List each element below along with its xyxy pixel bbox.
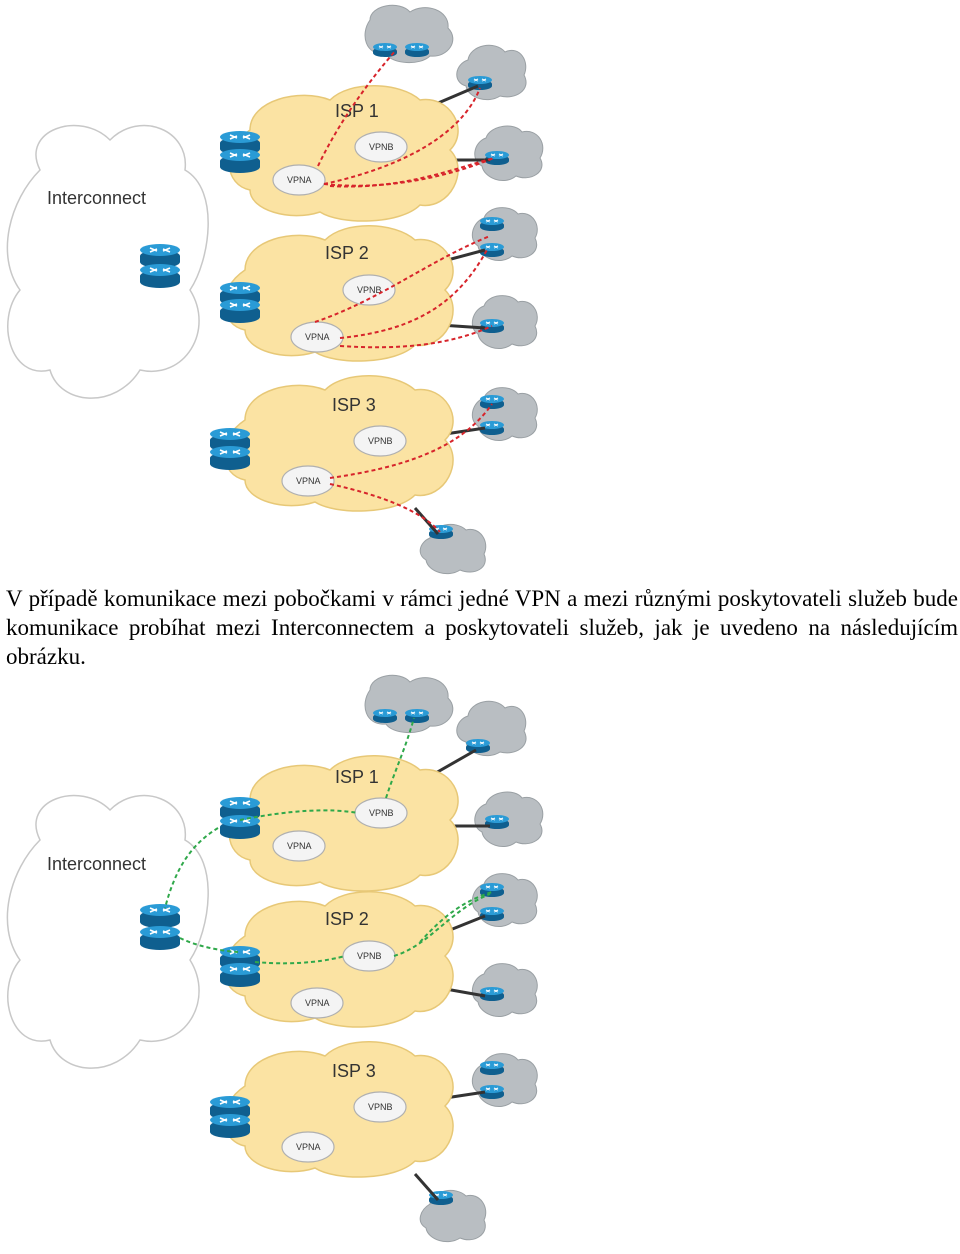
vpn-a-paths — [314, 49, 495, 533]
site-router-icon — [479, 394, 505, 410]
isp1-router-icon — [219, 814, 261, 840]
interconnect-router-icon — [139, 925, 181, 951]
isp1-vpna-label: VPNA — [287, 175, 312, 185]
interconnect-router-icon — [139, 903, 181, 929]
isp2-vpnb-label: VPNB — [357, 951, 382, 961]
isp1-label: ISP 1 — [335, 767, 379, 787]
site-router-icon — [404, 708, 430, 724]
isp3-vpna-label: VPNA — [296, 1142, 321, 1152]
interconnect-router-icon — [139, 263, 181, 289]
isp2-router-icon — [219, 962, 261, 988]
isp3-cloud-icon — [223, 375, 454, 512]
site-router-icon — [479, 906, 505, 922]
isp2-vpna-label: VPNA — [305, 998, 330, 1008]
isp1-label: ISP 1 — [335, 101, 379, 121]
site-cloud-icon — [471, 1053, 538, 1107]
vpn-b-paths — [164, 717, 493, 965]
isp2-router-icon — [219, 298, 261, 324]
isp1-vpnb-label: VPNB — [369, 142, 394, 152]
diagram-vpn-b-paths: Interconnect ISP 1 VPNB VPNA ISP 2 VPNB … — [6, 674, 544, 1243]
site-router-icon — [479, 216, 505, 232]
isp2-cloud-icon — [223, 891, 454, 1028]
isp3-label: ISP 3 — [332, 1061, 376, 1081]
isp3-vpnb-label: VPNB — [368, 1102, 393, 1112]
site-router-icon — [372, 708, 398, 724]
isp1-vpna-label: VPNA — [287, 841, 312, 851]
isp3-label: ISP 3 — [332, 395, 376, 415]
description-paragraph: V případě komunikace mezi pobočkami v rá… — [6, 586, 958, 669]
interconnect-label: Interconnect — [47, 854, 146, 874]
site-cloud-icon — [364, 674, 454, 733]
isp1-router-icon — [219, 148, 261, 174]
site-router-icon — [372, 42, 398, 58]
isp3-router-icon — [209, 445, 251, 471]
isp2-vpnb-label: VPNB — [357, 285, 382, 295]
interconnect-cloud-icon — [6, 124, 209, 399]
isp3-vpnb-label: VPNB — [368, 436, 393, 446]
interconnect-cloud-icon — [6, 794, 209, 1069]
site-cloud-icon — [471, 295, 538, 349]
site-cloud-icon — [471, 963, 538, 1017]
diagram-vpn-a-paths: Interconnect ISP 1 VPNB VPNA ISP 2 VPNB … — [6, 4, 544, 575]
site-router-icon — [479, 1060, 505, 1076]
isp2-label: ISP 2 — [325, 909, 369, 929]
site-router-icon — [479, 986, 505, 1002]
isp2-vpna-label: VPNA — [305, 332, 330, 342]
interconnect-label: Interconnect — [47, 188, 146, 208]
site-router-icon — [484, 150, 510, 166]
site-cloud-icon — [474, 125, 544, 181]
isp2-label: ISP 2 — [325, 243, 369, 263]
isp1-vpnb-label: VPNB — [369, 808, 394, 818]
site-router-icon — [404, 42, 430, 58]
isp3-router-icon — [209, 1113, 251, 1139]
site-router-icon — [465, 738, 491, 754]
isp3-vpna-label: VPNA — [296, 476, 321, 486]
isp3-cloud-icon — [223, 1041, 454, 1178]
